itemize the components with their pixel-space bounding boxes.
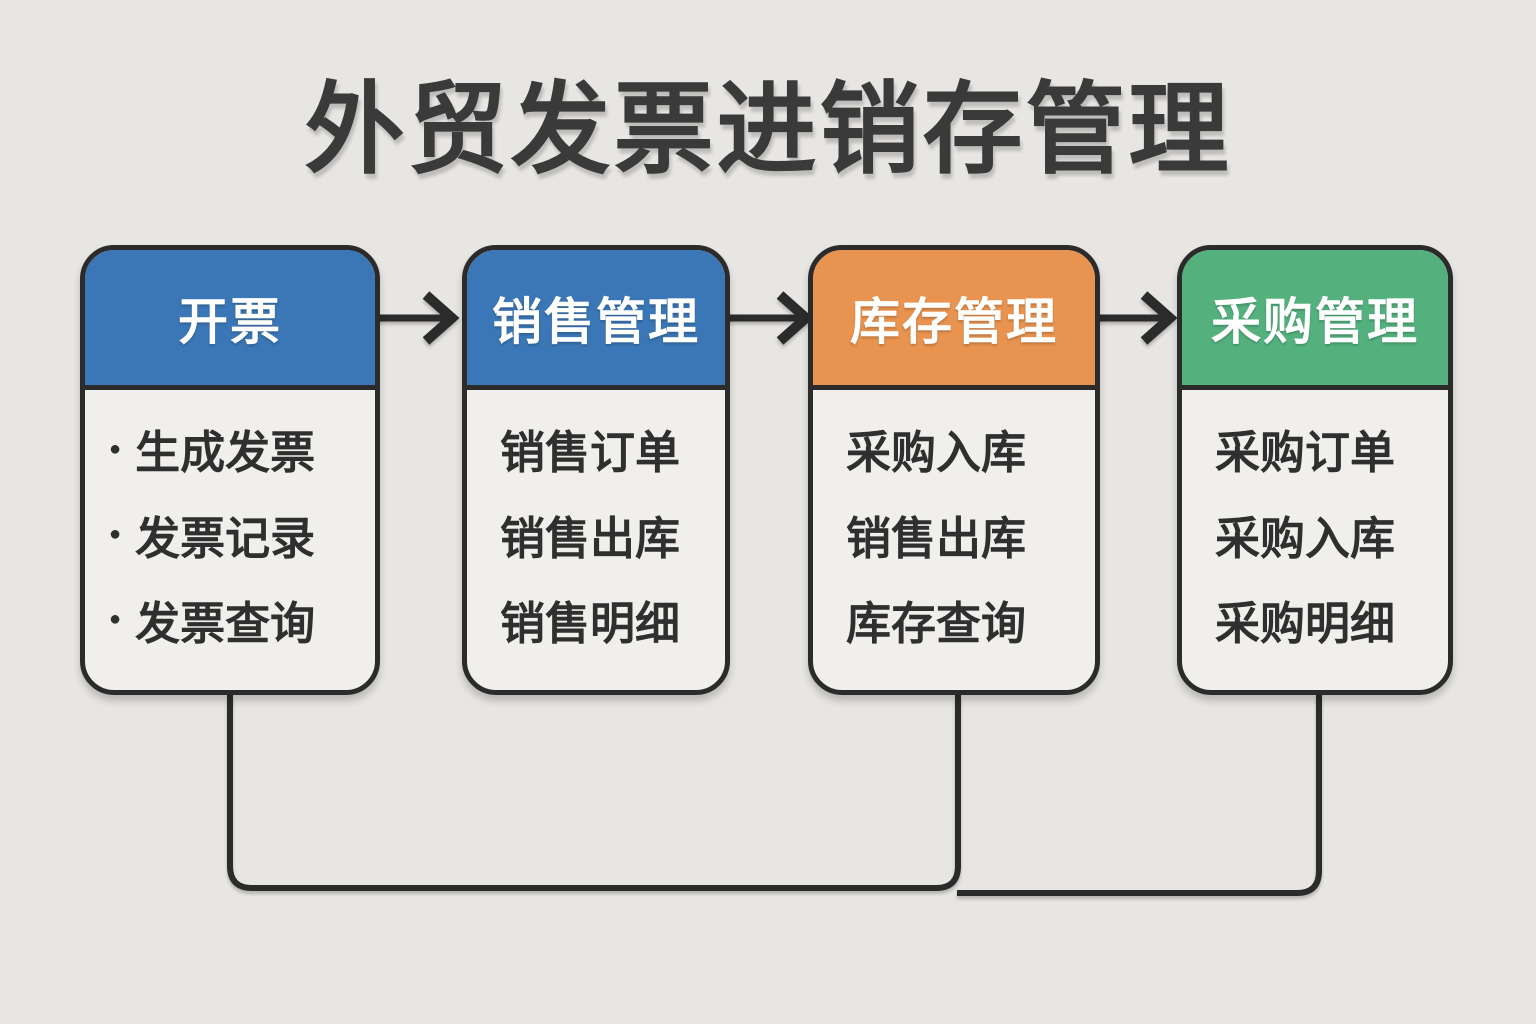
card-item-label: 销售出库 (500, 512, 681, 564)
card-body: 销售订单销售出库销售明细 (467, 390, 725, 690)
flow-card-purchase: 采购管理 采购订单采购入库采购明细 (1177, 245, 1453, 695)
card-item-label: 采购订单 (1215, 427, 1396, 479)
card-item-label: 采购入库 (846, 427, 1027, 479)
card-item: 库存查询 (846, 587, 1075, 652)
card-header: 采购管理 (1182, 250, 1448, 390)
card-item-label: 生成发票 (135, 427, 316, 479)
arrow-invoicing-to-sales (376, 291, 460, 345)
card-item-label: 销售出库 (846, 512, 1027, 564)
card-item-label: 销售明细 (500, 597, 681, 649)
flow-card-invoicing: 开票 ● 生成发票 ● 发票记录 ● 发票查询 (80, 245, 380, 695)
card-body: 采购订单采购入库采购明细 (1182, 390, 1448, 690)
arrowhead-icon (422, 291, 460, 345)
card-header: 销售管理 (467, 250, 725, 390)
card-item-label: 发票查询 (135, 597, 316, 649)
card-item: 销售出库 (500, 502, 705, 567)
card-body: 采购入库销售出库库存查询 (813, 390, 1095, 690)
card-item: ● 发票查询 (109, 587, 355, 652)
card-item: 销售订单 (500, 416, 705, 481)
card-item: 销售出库 (846, 502, 1075, 567)
card-item-label: 采购明细 (1215, 597, 1396, 649)
card-item: 采购入库 (846, 416, 1075, 481)
arrow-sales-to-inventory (728, 291, 814, 345)
card-item: 销售明细 (500, 587, 705, 652)
flow-card-inventory: 库存管理 采购入库销售出库库存查询 (808, 245, 1100, 695)
card-item-label: 发票记录 (135, 512, 316, 564)
bottom-link-purchase-to-inventory (957, 694, 1322, 896)
card-item-label: 库存查询 (846, 597, 1027, 649)
arrowhead-icon (1140, 291, 1178, 345)
card-body: ● 生成发票 ● 发票记录 ● 发票查询 (85, 390, 375, 690)
diagram-title: 外贸发票进销存管理 (304, 74, 1232, 186)
card-item: 采购明细 (1215, 587, 1428, 652)
bullet-icon: ● (109, 523, 122, 545)
card-item: ● 生成发票 (109, 416, 355, 481)
card-item: ● 发票记录 (109, 502, 355, 567)
arrowhead-icon (776, 291, 814, 345)
card-item: 采购入库 (1215, 502, 1428, 567)
card-item: 采购订单 (1215, 416, 1428, 481)
arrow-inventory-to-purchase (1094, 291, 1178, 345)
bottom-link-inventory-to-invoicing (227, 694, 961, 891)
card-header: 库存管理 (813, 250, 1095, 390)
card-item-label: 销售订单 (500, 427, 681, 479)
bullet-icon: ● (109, 437, 122, 460)
card-header: 开票 (85, 250, 375, 390)
bullet-icon: ● (109, 608, 122, 631)
card-item-label: 采购入库 (1215, 512, 1396, 564)
flow-card-sales: 销售管理 销售订单销售出库销售明细 (462, 245, 730, 695)
